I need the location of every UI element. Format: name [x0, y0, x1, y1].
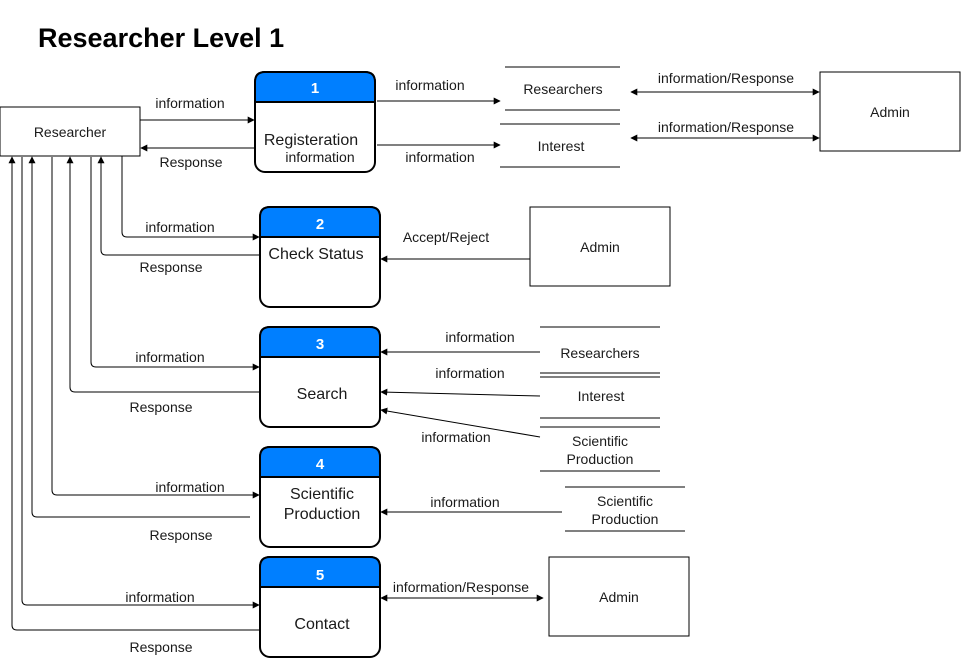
process-3-number: 3: [316, 336, 324, 353]
process-5: 5 Contact: [259, 556, 381, 658]
entity-researcher: Researcher: [0, 106, 141, 157]
store-researchers-1-label: Researchers: [523, 81, 602, 97]
process-2-number: 2: [316, 216, 324, 233]
store-interest-1: Interest: [500, 123, 620, 168]
flow-p5-r-label: Response: [129, 639, 192, 655]
entity-admin-2-label: Admin: [580, 239, 620, 255]
flow-researcher-to-registration: information: [140, 95, 255, 124]
flow-researcher-to-check-status: information: [121, 156, 260, 241]
store-scientific-production-2: Scientific Production: [565, 486, 685, 532]
flow-p3-r-label: Response: [129, 399, 192, 415]
process-4: 4 Scientific Production: [259, 446, 381, 548]
entity-admin-3-label: Admin: [599, 589, 639, 605]
store-interest-1-label: Interest: [538, 138, 585, 154]
process-1: 1 Registeration information: [254, 71, 376, 173]
flow-sciprod-store-to-sci-production: information: [380, 494, 562, 516]
process-3-header: [259, 326, 381, 358]
flow-r-p2-label: information: [145, 219, 214, 235]
process-5-header: [259, 556, 381, 588]
entity-admin-1: Admin: [819, 71, 961, 152]
flow-sciprod-store-to-search: information: [380, 407, 541, 445]
process-4-name-line2: Production: [284, 506, 361, 523]
flow-r-p1-label: information: [155, 95, 224, 111]
flow-p2-r-label: Response: [139, 259, 202, 275]
flow-sci-production-to-researcher: Response: [28, 156, 250, 543]
flow-researcher-to-contact: information: [21, 157, 260, 609]
flow-registration-to-researchers-store: information: [377, 77, 501, 105]
process-4-header: [259, 446, 381, 478]
flow-interest-store-admin: information/Response: [630, 119, 820, 142]
process-1-name: Registeration: [264, 132, 358, 149]
flow-p1-interest-label: information: [405, 149, 474, 165]
process-1-header: [254, 71, 376, 103]
process-5-name: Contact: [294, 616, 350, 633]
process-4-name-line1: Scientific: [290, 486, 354, 503]
flow-r-p3-label: information: [135, 349, 204, 365]
flow-store-admin-label-2: information/Response: [658, 119, 794, 135]
flow-interest-store-to-search: information: [380, 365, 541, 397]
process-2-header: [259, 206, 381, 238]
store-interest-2: Interest: [540, 376, 660, 419]
store-researchers-1: Researchers: [505, 66, 620, 111]
process-1-subtitle: information: [285, 149, 354, 165]
flow-store-p3-label-1: information: [445, 329, 514, 345]
flow-r-p4-label: information: [155, 479, 224, 495]
flow-p1-store-label: information: [395, 77, 464, 93]
store-sci-prod-2-line1: Scientific: [597, 493, 653, 509]
process-3: 3 Search: [259, 326, 381, 428]
flow-p5-admin-label: information/Response: [393, 579, 529, 595]
entity-researcher-label: Researcher: [34, 124, 107, 140]
process-3-name: Search: [297, 386, 348, 403]
flow-researcher-to-search: information: [90, 157, 260, 371]
entity-admin-1-label: Admin: [870, 104, 910, 120]
flow-store-p4-label: information: [430, 494, 499, 510]
flow-researcher-to-sci-production: information: [51, 157, 260, 499]
store-researchers-2-label: Researchers: [560, 345, 639, 361]
process-2: 2 Check Status: [259, 206, 381, 308]
flow-store-p3-label-2: information: [435, 365, 504, 381]
process-1-number: 1: [311, 80, 319, 97]
store-interest-2-label: Interest: [578, 388, 625, 404]
flow-check-status-to-researcher: Response: [97, 156, 259, 275]
flow-admin-p2-label: Accept/Reject: [403, 229, 489, 245]
store-researchers-2: Researchers: [540, 326, 660, 374]
process-2-name: Check Status: [268, 246, 363, 263]
process-5-number: 5: [316, 567, 324, 584]
store-sci-prod-1-line2: Production: [567, 451, 634, 467]
entity-admin-2: Admin: [529, 206, 671, 287]
flow-registration-to-researcher: Response: [140, 144, 254, 170]
store-sci-prod-2-line2: Production: [592, 511, 659, 527]
flow-store-admin-label-1: information/Response: [658, 70, 794, 86]
store-scientific-production-1: Scientific Production: [540, 426, 660, 472]
flow-p4-r-label: Response: [149, 527, 212, 543]
flow-r-p5-label: information: [125, 589, 194, 605]
store-sci-prod-1-line1: Scientific: [572, 433, 628, 449]
flow-search-to-researcher: Response: [66, 156, 259, 415]
flow-researchers-store-to-search: information: [380, 329, 540, 356]
diagram-title: Researcher Level 1: [38, 23, 284, 53]
flow-contact-to-researcher: Response: [8, 156, 259, 655]
process-4-number: 4: [316, 456, 325, 473]
flow-registration-to-interest-store: information: [377, 141, 501, 165]
flow-contact-admin: information/Response: [380, 579, 544, 602]
flow-store-p3-label-3: information: [421, 429, 490, 445]
flow-p1-r-label: Response: [159, 154, 222, 170]
entity-admin-3: Admin: [548, 556, 690, 637]
flow-researchers-store-admin: information/Response: [630, 70, 820, 96]
flow-admin-to-check-status: Accept/Reject: [380, 229, 530, 263]
